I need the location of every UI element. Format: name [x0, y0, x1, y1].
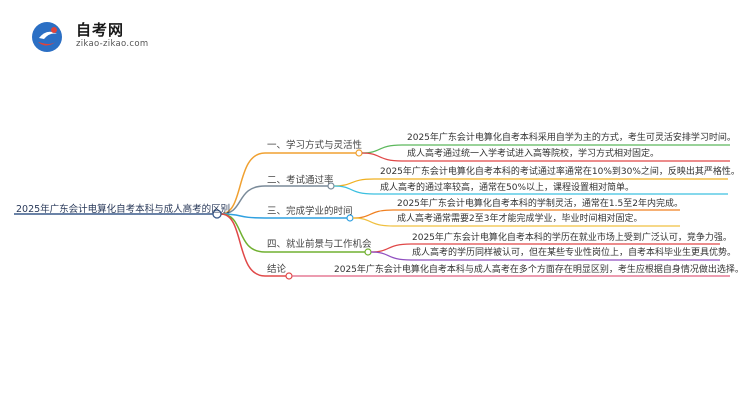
leaf-connector: [333, 185, 375, 195]
leaf-connector: [370, 251, 412, 261]
leaf-text: 成人高考的学历同样被认可，但在某些专业性岗位上，自考本科毕业生更具优势。: [412, 248, 737, 258]
leaf-text: 2025年广东会计电算化自考本科的考试通过率通常在10%到30%之间，反映出其严…: [380, 167, 740, 177]
leaf-connector: [352, 209, 394, 219]
leaf-text: 成人高考通常需要2至3年才能完成学业，毕业时间相对固定。: [397, 214, 643, 224]
leaf-connector: [361, 144, 403, 154]
branch-node: [285, 272, 293, 280]
site-logo[interactable]: 自考网 zikao-zikao.com: [30, 18, 200, 54]
logo-title: 自考网: [76, 21, 125, 39]
branch-connector: [220, 185, 266, 215]
leaf-text: 2025年广东会计电算化自考本科的学制灵活，通常在1.5至2年内完成。: [397, 199, 683, 209]
logo-icon: [32, 22, 62, 52]
branch-connector: [220, 213, 266, 277]
branch-label-employment: 四、就业前景与工作机会: [267, 239, 372, 250]
logo-url: zikao-zikao.com: [76, 39, 149, 49]
leaf-text: 成人高考的通过率较高，通常在50%以上，课程设置相对简单。: [380, 183, 635, 193]
branch-label-study-mode: 一、学习方式与灵活性: [267, 140, 363, 151]
leaf-connector: [370, 243, 412, 253]
branch-label-conclusion: 结论: [267, 264, 287, 275]
leaf-text: 成人高考通过统一入学考试进入高等院校，学习方式相对固定。: [407, 149, 660, 159]
leaf-text: 2025年广东会计电算化自考本科与成人高考在多个方面存在明显区别，考生应根据自身…: [334, 265, 744, 275]
branch-label-completion-time: 三、完成学业的时间: [267, 206, 353, 217]
leaf-text: 2025年广东会计电算化自考本科的学历在就业市场上受到广泛认可，竞争力强。: [412, 233, 732, 243]
root-node: [212, 209, 222, 219]
leaf-connector: [352, 217, 394, 227]
leaf-text: 2025年广东会计电算化自考本科采用自学为主的方式，考生可灵活安排学习时间。: [407, 133, 736, 143]
leaf-connector: [361, 152, 403, 162]
root-topic: 2025年广东会计电算化自考本科与成人高考的区别: [16, 204, 231, 215]
leaf-connector: [333, 178, 375, 187]
branch-connector: [220, 213, 266, 253]
branch-label-pass-rate: 二、考试通过率: [267, 175, 334, 186]
branch-connector: [220, 152, 266, 215]
